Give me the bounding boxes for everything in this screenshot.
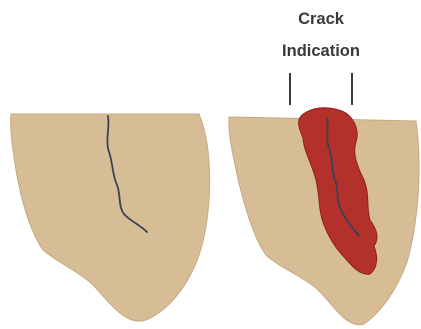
tooth-without-indication (11, 114, 210, 321)
crack-indication-label-line-1: Crack (236, 11, 406, 28)
tooth-with-indication (229, 73, 419, 325)
crack-indication-label-line-2: Indication (236, 43, 406, 60)
tooth-shape-left (11, 114, 210, 321)
